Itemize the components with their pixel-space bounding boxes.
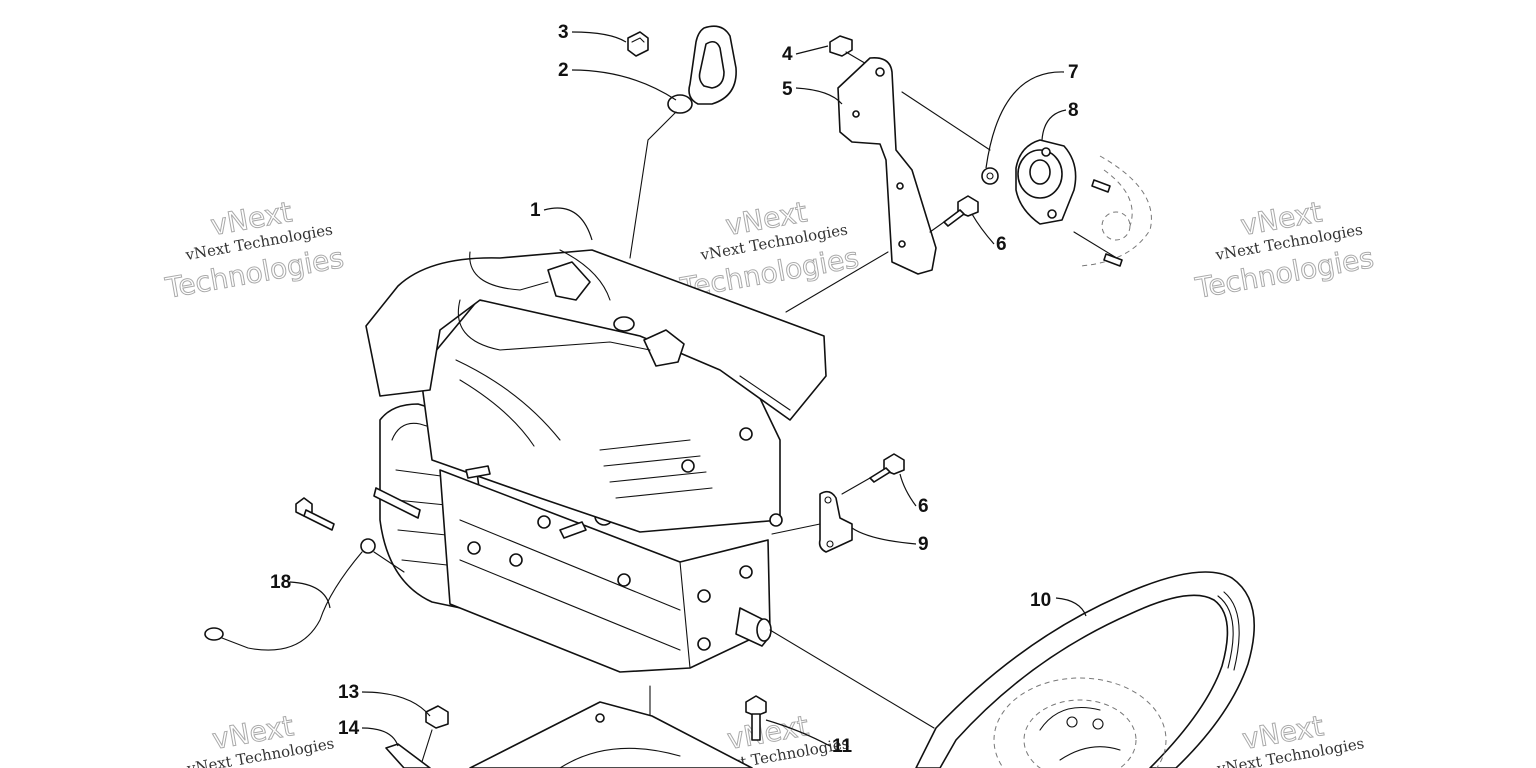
bolt-part-11	[745, 695, 767, 741]
callout-8: 8	[1068, 100, 1079, 121]
callout-10: 10	[1030, 590, 1051, 611]
mounting-bracket	[785, 56, 991, 313]
drive-clutch-dashed	[993, 677, 1167, 768]
engine-base-plate	[469, 701, 753, 768]
strap-bracket	[771, 490, 853, 553]
callout-4: 4	[782, 44, 793, 65]
watermark-top-left: vNext vNext Technologies Technologies	[162, 195, 347, 306]
clip-part	[627, 31, 649, 57]
drive-belt	[769, 571, 1255, 768]
callout-6-upper: 6	[996, 234, 1007, 255]
recoil-pull-handle	[629, 25, 737, 259]
callout-leaders	[289, 31, 1087, 747]
watermark-top-right: vNext vNext Technologies Technologies	[1192, 195, 1377, 306]
callout-3: 3	[558, 22, 569, 43]
watermark-bottom-left: vNext vNext Technologies	[185, 709, 336, 768]
callout-14: 14	[338, 718, 360, 739]
engine-assembly	[365, 249, 827, 768]
callout-9: 9	[918, 534, 929, 555]
ground-wire	[204, 497, 405, 651]
watermark-bottom-right: vNext vNext Technologies	[1215, 709, 1366, 768]
callout-5: 5	[782, 79, 793, 100]
callout-13: 13	[338, 682, 359, 703]
nut-part-13	[419, 705, 449, 768]
callout-2: 2	[558, 60, 569, 81]
callout-1: 1	[530, 200, 541, 221]
callout-18: 18	[270, 572, 291, 593]
rubber-mount	[1015, 139, 1121, 261]
bolt-part-6-lower	[841, 453, 905, 495]
nut-part-7	[981, 167, 999, 185]
callout-7: 7	[1068, 62, 1079, 83]
bolt-part-6-upper	[929, 195, 979, 233]
callout-11: 11	[832, 736, 853, 757]
watermark-top-center: vNext vNext Technologies Technologies	[677, 195, 862, 306]
callout-labels: 1 2 3 4 5 6 6 7 8 9 10 11 13 14 18	[270, 22, 1079, 757]
frame-reference-dashed	[1079, 155, 1152, 267]
lever-part-14	[385, 743, 431, 768]
callout-6-lower: 6	[918, 496, 929, 517]
